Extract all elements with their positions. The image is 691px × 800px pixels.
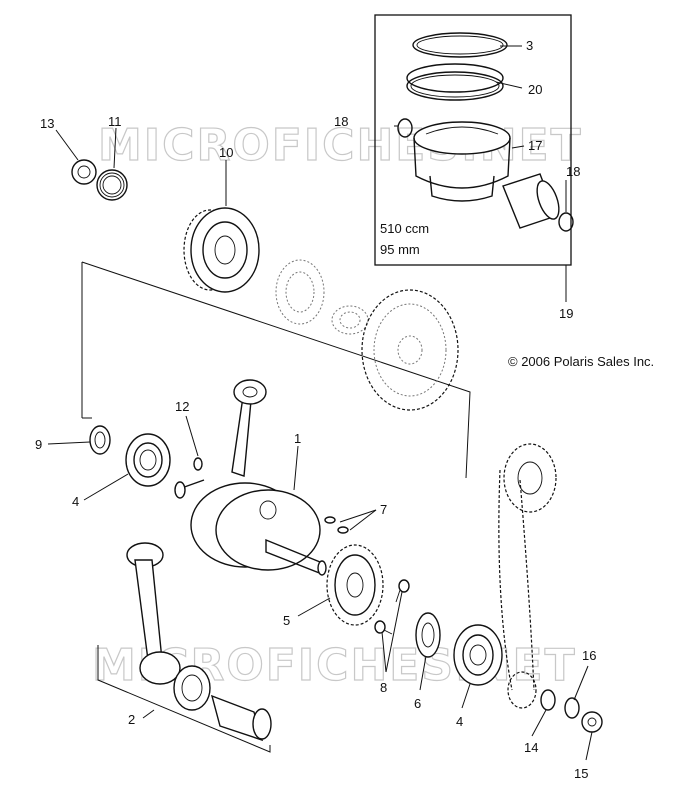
callout-4-left[interactable]: 4	[72, 494, 79, 509]
timing-chain[interactable]	[498, 443, 557, 709]
callout-13[interactable]: 13	[40, 116, 54, 131]
dowel-pin-7a[interactable]	[324, 516, 336, 524]
callout-9[interactable]: 9	[35, 437, 42, 452]
copyright-notice: © 2006 Polaris Sales Inc.	[508, 354, 654, 369]
callout-2[interactable]: 2	[128, 712, 135, 727]
washer-6[interactable]	[415, 612, 441, 658]
callout-17[interactable]: 17	[528, 138, 542, 153]
bearing-cage[interactable]	[275, 259, 325, 325]
connecting-rod-assembly[interactable]	[126, 542, 272, 742]
piston-displacement: 510 ccm	[380, 221, 429, 236]
snap-ring-14[interactable]	[540, 689, 556, 711]
oil-seal-9[interactable]	[89, 425, 111, 455]
bearing-11[interactable]	[96, 169, 128, 201]
callout-20[interactable]: 20	[528, 82, 542, 97]
callout-11[interactable]: 11	[108, 114, 122, 129]
callout-10[interactable]: 10	[219, 145, 233, 160]
main-bearing-right[interactable]	[453, 624, 503, 686]
callout-3[interactable]: 3	[526, 38, 533, 53]
piston[interactable]	[413, 121, 511, 202]
callout-18-top[interactable]: 18	[334, 114, 348, 129]
callout-16[interactable]: 16	[582, 648, 596, 663]
callout-1[interactable]: 1	[294, 431, 301, 446]
callout-15[interactable]: 15	[574, 766, 588, 781]
crankshaft[interactable]	[174, 379, 327, 576]
washer-16[interactable]	[564, 697, 580, 719]
callout-12[interactable]: 12	[175, 399, 189, 414]
leader-lines	[47, 45, 593, 761]
callout-18-right[interactable]: 18	[566, 164, 580, 179]
piston-kit-frame	[374, 14, 572, 266]
bolt-8a[interactable]	[395, 579, 410, 603]
needle-bearing[interactable]	[331, 305, 369, 335]
crank-gear-5[interactable]	[326, 544, 384, 626]
piston-pin-clip-right[interactable]	[558, 212, 574, 232]
callout-8[interactable]: 8	[380, 680, 387, 695]
callout-14[interactable]: 14	[524, 740, 538, 755]
piston-bore: 95 mm	[380, 242, 420, 257]
callout-7[interactable]: 7	[380, 502, 387, 517]
bolt-8b[interactable]	[374, 620, 393, 635]
callout-5[interactable]: 5	[283, 613, 290, 628]
callout-4-right[interactable]: 4	[456, 714, 463, 729]
dowel-pin-7b[interactable]	[337, 526, 349, 534]
main-bearing-left[interactable]	[125, 433, 171, 487]
oil-seal-13[interactable]	[71, 159, 97, 185]
piston-pin[interactable]	[502, 173, 563, 229]
woodruff-key-12[interactable]	[193, 457, 203, 471]
callout-6[interactable]: 6	[414, 696, 421, 711]
callout-19[interactable]: 19	[559, 306, 573, 321]
starter-gear[interactable]	[361, 289, 459, 411]
nut-15[interactable]	[581, 711, 603, 733]
piston-pin-clip-left[interactable]	[397, 118, 413, 138]
piston-ring-set[interactable]	[406, 63, 504, 101]
piston-ring-top[interactable]	[412, 32, 508, 58]
crank-group-frame	[81, 261, 471, 479]
pulley-10[interactable]	[183, 207, 260, 293]
